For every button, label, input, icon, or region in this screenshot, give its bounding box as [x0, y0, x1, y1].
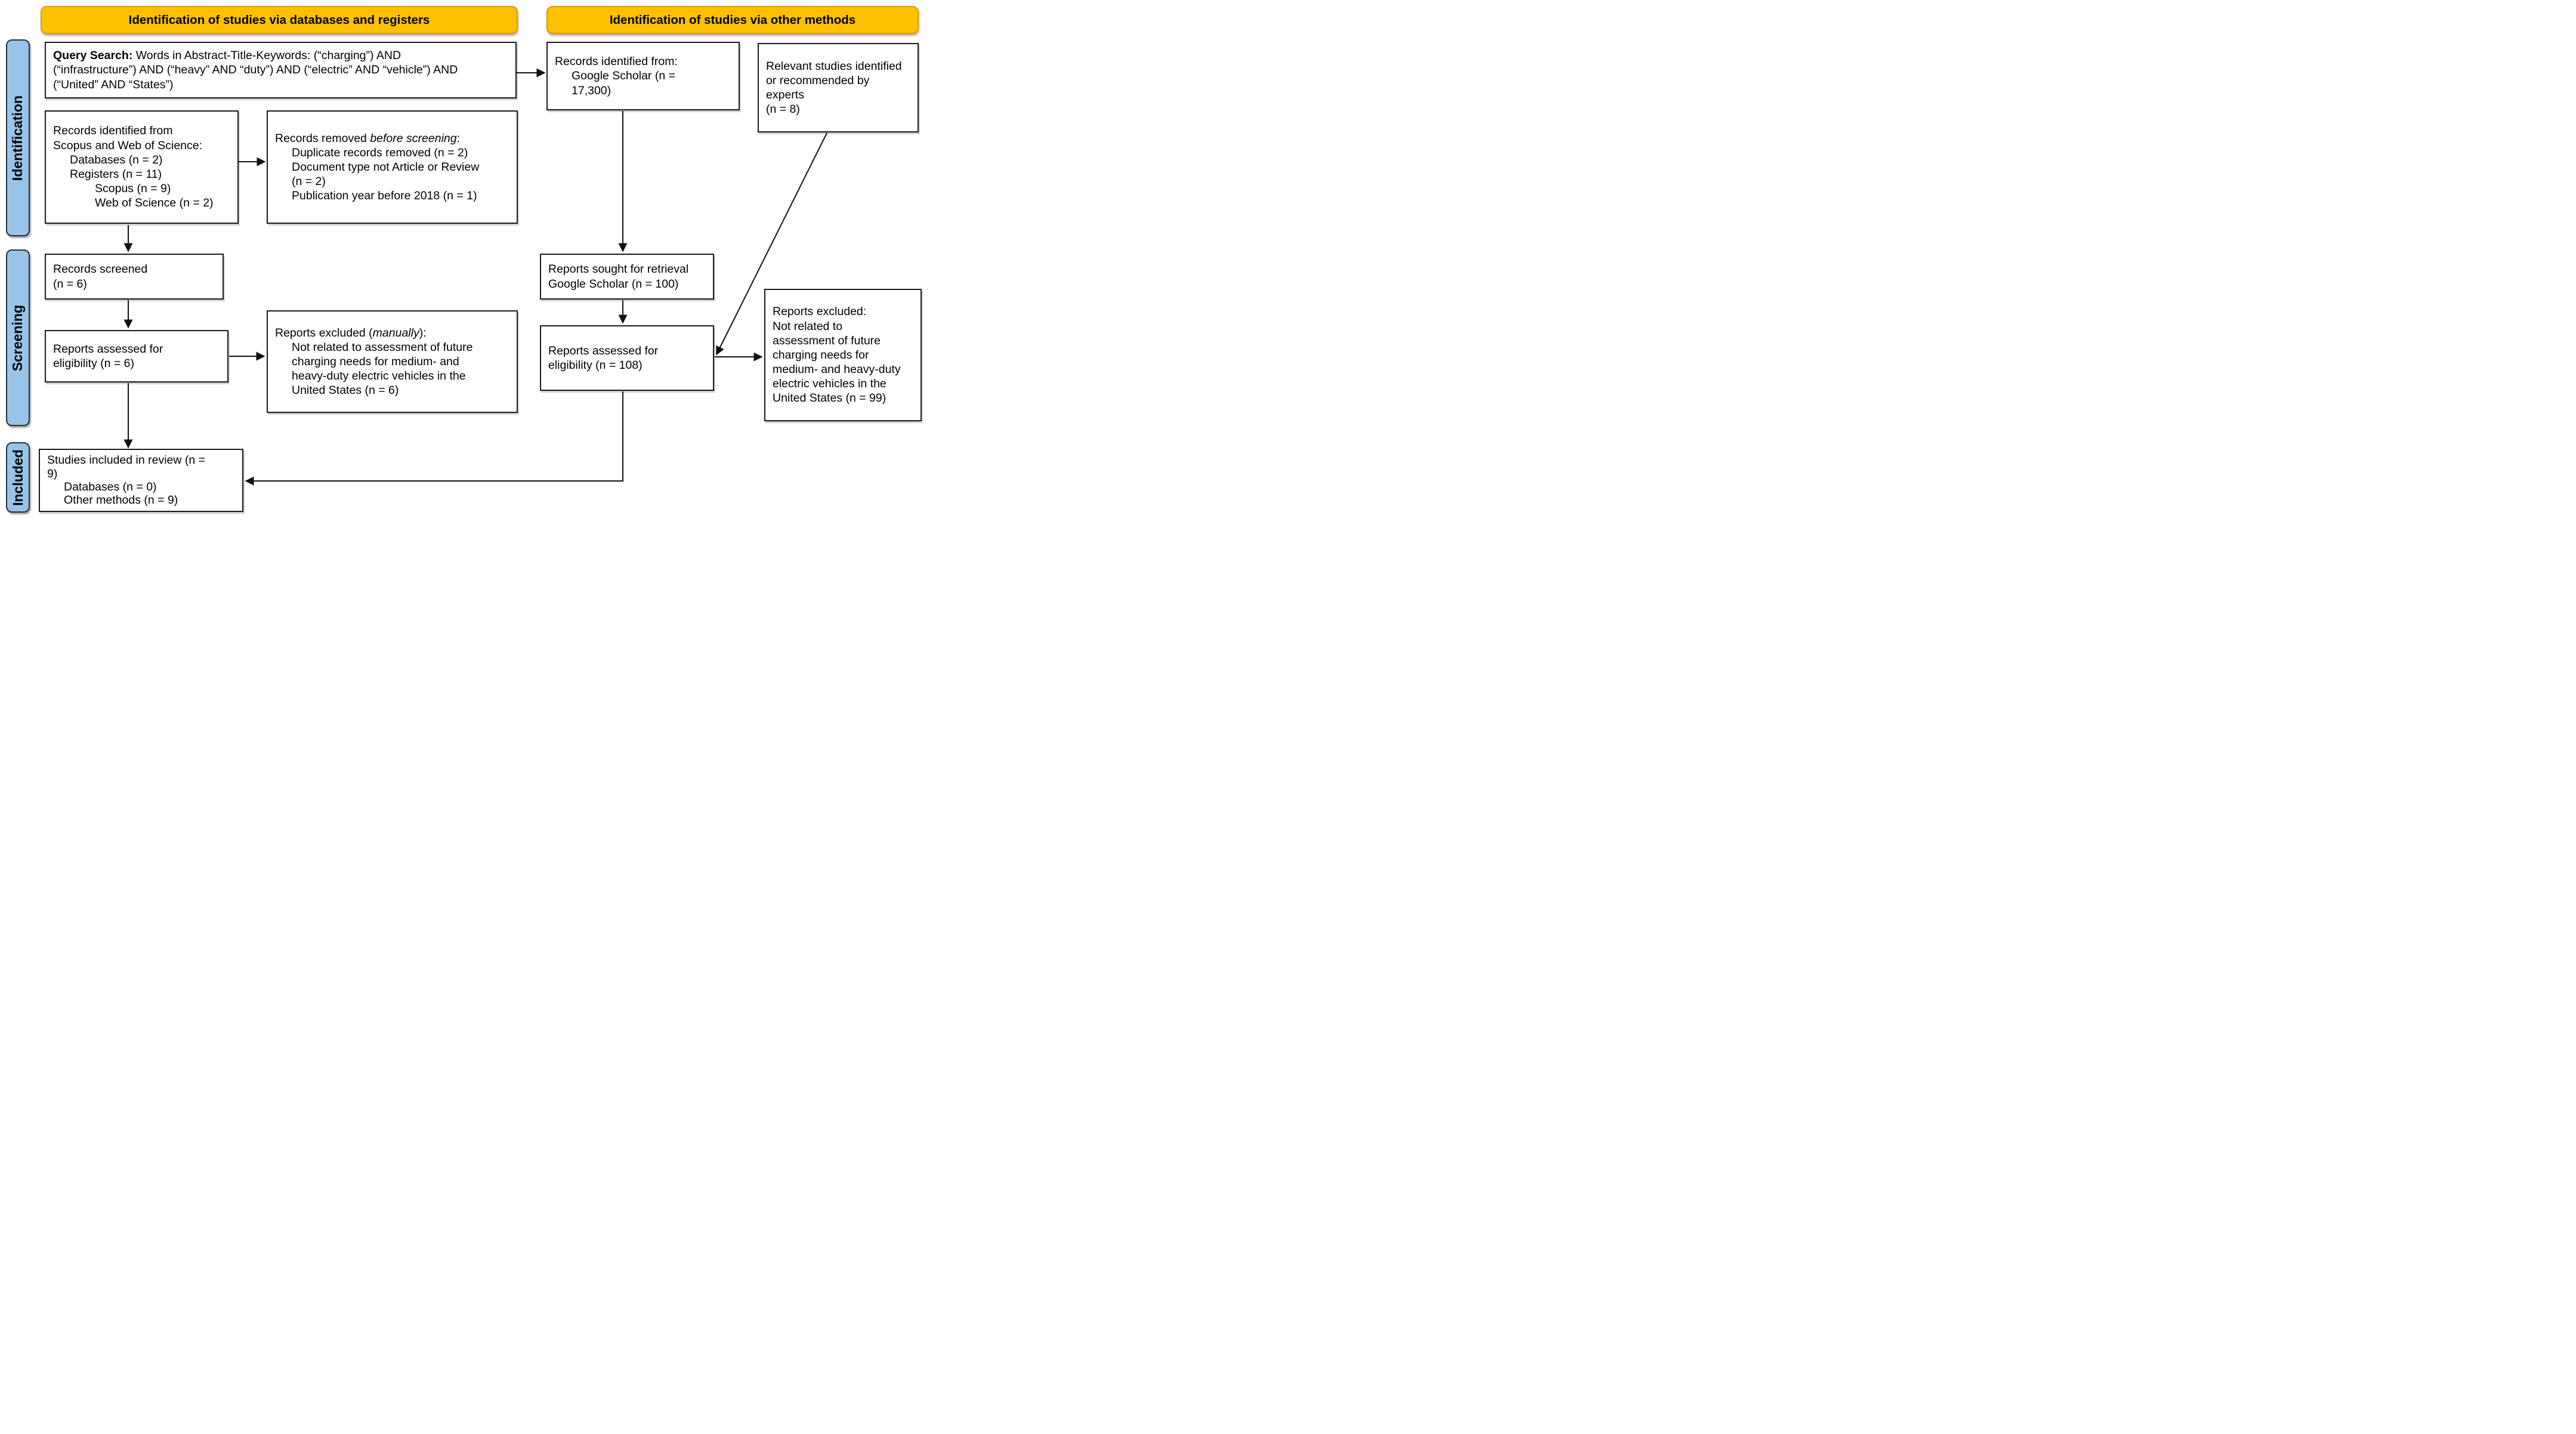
text-line: charging needs for: [773, 348, 869, 362]
text-line: Reports excluded:: [773, 305, 867, 319]
box-reports-assessed-databases: Reports assessed for eligibility (n = 6): [45, 330, 228, 383]
box-studies-included: Studies included in review (n = 9) Datab…: [39, 449, 243, 512]
query-search-label: Query Search:: [53, 49, 133, 63]
text-line: (n = 6): [53, 277, 87, 291]
arrow-assessed-gs-to-included: [245, 391, 623, 486]
text-line: experts: [766, 88, 804, 101]
excluded-manual-header-pre: Reports excluded (: [275, 326, 373, 340]
text-line: 17,300): [572, 84, 611, 97]
text-line: Google Scholar (n =: [572, 69, 675, 83]
text-line: heavy-duty electric vehicles in the: [292, 369, 466, 383]
text-line: Google Scholar (n = 100): [548, 277, 679, 291]
side-label-identification: Identification: [6, 39, 30, 236]
text-line: Reports assessed for: [53, 342, 163, 356]
header-other-methods-label: Identification of studies via other meth…: [609, 13, 856, 27]
removed-header-post: :: [456, 131, 461, 145]
box-records-identified-google-scholar: Records identified from: Google Scholar …: [546, 42, 740, 110]
header-databases-registers-label: Identification of studies via databases …: [128, 13, 430, 27]
text-line: medium- and heavy-duty: [773, 363, 901, 377]
text-line: Scopus and Web of Science:: [53, 138, 203, 152]
query-search-terms-1: Words in Abstract-Title-Keywords: (“char…: [132, 49, 401, 63]
text-line: eligibility (n = 6): [53, 357, 135, 370]
side-label-identification-text: Identification: [10, 95, 26, 181]
text-line: (“infrastructure”) AND (“heavy” AND “dut…: [53, 63, 458, 77]
box-relevant-studies-experts: Relevant studies identified or recommend…: [758, 43, 919, 132]
text-line: Databases (n = 2): [70, 153, 163, 166]
box-reports-assessed-google-scholar: Reports assessed for eligibility (n = 10…: [540, 325, 714, 391]
text-line: or recommended by: [766, 73, 870, 87]
text-line: (n = 2): [292, 175, 326, 189]
prisma-flow-diagram: Identification of studies via databases …: [0, 0, 929, 517]
text-line: Not related to assessment of future: [292, 340, 473, 354]
text-line: Web of Science (n = 2): [95, 196, 214, 210]
removed-header-pre: Records removed: [275, 131, 370, 145]
removed-header-italic: before screening: [370, 131, 457, 145]
text-line: Other methods (n = 9): [64, 494, 178, 507]
text-line: (“United” AND “States”): [53, 78, 174, 91]
text-line: United States (n = 99): [773, 391, 887, 405]
box-reports-excluded-google-scholar: Reports excluded: Not related to assessm…: [764, 289, 922, 421]
header-other-methods: Identification of studies via other meth…: [546, 6, 919, 34]
text-line: (n = 8): [766, 103, 800, 116]
text-line: Registers (n = 11): [70, 168, 162, 181]
text-line: eligibility (n = 108): [548, 359, 643, 372]
excluded-manual-header-italic: manually: [372, 326, 419, 340]
text-line: charging needs for medium- and: [292, 354, 459, 368]
text-line: Duplicate records removed (n = 2): [292, 146, 468, 159]
box-query-search: Query Search: Words in Abstract-Title-Ke…: [45, 42, 517, 98]
text-line: 9): [47, 467, 58, 480]
side-label-included-text: Included: [10, 449, 26, 506]
arrow-relevant-to-assessed-gs: [716, 132, 827, 356]
text-line: United States (n = 6): [292, 384, 399, 397]
box-reports-excluded-manually: Reports excluded (manually): Not related…: [267, 310, 518, 413]
box-records-removed: Records removed before screening: Duplic…: [267, 110, 518, 224]
text-line: Databases (n = 0): [64, 480, 157, 494]
box-records-identified-databases: Records identified from Scopus and Web o…: [45, 110, 239, 224]
text-line: Publication year before 2018 (n = 1): [292, 189, 477, 203]
flow-arrows: [123, 68, 827, 486]
box-reports-sought-google-scholar: Reports sought for retrieval Google Scho…: [540, 254, 714, 300]
box-records-screened: Records screened (n = 6): [45, 254, 224, 300]
text-line: electric vehicles in the: [773, 377, 887, 391]
text-line: assessment of future: [773, 334, 881, 347]
text-line: Reports assessed for: [548, 344, 659, 357]
side-label-screening: Screening: [6, 249, 30, 426]
text-line: Records screened: [53, 263, 148, 276]
text-line: Query Search: Words in Abstract-Title-Ke…: [53, 48, 508, 63]
side-label-screening-text: Screening: [10, 304, 26, 371]
excluded-manual-header-post: ):: [419, 326, 427, 340]
text-line: Records identified from:: [555, 55, 678, 69]
side-label-included: Included: [6, 442, 30, 513]
header-databases-registers: Identification of studies via databases …: [41, 6, 518, 34]
text-line: Relevant studies identified: [766, 59, 902, 73]
text-line: Not related to: [773, 319, 843, 333]
text-line: Reports sought for retrieval: [548, 263, 689, 276]
text-line: Document type not Article or Review: [292, 160, 480, 174]
text-line: Records removed before screening:: [275, 131, 509, 146]
text-line: Scopus (n = 9): [95, 182, 171, 196]
text-line: Records identified from: [53, 124, 173, 138]
text-line: Reports excluded (manually):: [275, 326, 509, 340]
text-line: Studies included in review (n =: [47, 454, 206, 467]
